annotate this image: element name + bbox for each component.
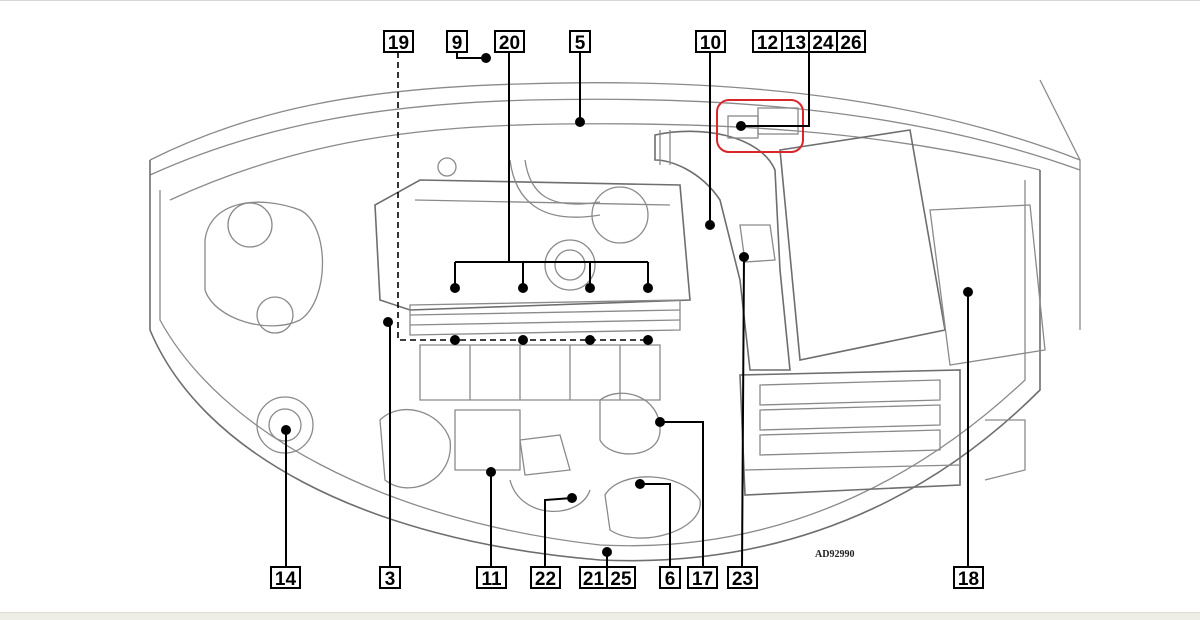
- callout-dot: [518, 283, 528, 293]
- callout-dot: [518, 335, 528, 345]
- svg-text:18: 18: [958, 569, 979, 590]
- callout-3: 3: [379, 566, 401, 590]
- bottom-callout-labels: 14 3 11 22 21 25 6 17 23 18: [270, 566, 984, 590]
- callout-26: 26: [836, 30, 866, 54]
- callout-9: 9: [446, 30, 468, 54]
- callout-dot: [383, 317, 393, 327]
- callout-24: 24: [808, 30, 838, 54]
- svg-text:21: 21: [583, 569, 605, 590]
- callout-dot: [736, 121, 746, 131]
- callout-6: 6: [659, 566, 681, 590]
- leader-lines: [285, 52, 969, 568]
- callout-5: 5: [569, 30, 591, 54]
- callout-11: 11: [476, 566, 507, 590]
- callout-dot: [635, 479, 645, 489]
- callout-17: 17: [687, 566, 718, 590]
- callout-12: 12: [752, 30, 783, 54]
- callout-dot: [643, 335, 653, 345]
- svg-text:14: 14: [275, 569, 297, 590]
- callout-25: 25: [606, 566, 636, 590]
- callout-dot: [602, 547, 612, 557]
- svg-text:10: 10: [700, 33, 721, 54]
- engine-bay-drawing: [149, 79, 1081, 562]
- callout-14: 14: [270, 566, 301, 590]
- svg-text:3: 3: [385, 569, 396, 590]
- callout-dot: [486, 467, 496, 477]
- figure-code: AD92990: [815, 549, 854, 560]
- callout-dot: [705, 220, 715, 230]
- svg-text:6: 6: [665, 569, 676, 590]
- svg-text:20: 20: [499, 33, 520, 54]
- svg-text:26: 26: [840, 33, 861, 54]
- callout-22: 22: [530, 566, 561, 590]
- callout-dot: [281, 425, 291, 435]
- callout-dot: [643, 283, 653, 293]
- callout-dot: [655, 417, 665, 427]
- svg-text:9: 9: [452, 33, 463, 54]
- svg-text:11: 11: [481, 569, 502, 590]
- callout-dot: [963, 287, 973, 297]
- bottom-status-strip: [0, 612, 1200, 620]
- svg-text:19: 19: [388, 33, 409, 54]
- callout-dots: [281, 53, 973, 557]
- callout-10: 10: [695, 30, 726, 54]
- callout-19: 19: [383, 30, 414, 54]
- callout-dot: [450, 335, 460, 345]
- callout-dot: [585, 283, 595, 293]
- svg-text:17: 17: [692, 569, 713, 590]
- callout-21: 21: [579, 566, 608, 590]
- svg-text:25: 25: [610, 569, 632, 590]
- svg-text:22: 22: [535, 569, 556, 590]
- callout-dot: [567, 493, 577, 503]
- callout-13: 13: [781, 30, 810, 54]
- callout-dot: [739, 252, 749, 262]
- svg-text:24: 24: [812, 33, 834, 54]
- callout-dot: [575, 117, 585, 127]
- callout-23: 23: [727, 566, 758, 590]
- callout-20: 20: [494, 30, 525, 54]
- svg-text:5: 5: [575, 33, 586, 54]
- top-callout-labels: 19 9 20 5 10 12 13 24 26: [383, 30, 866, 54]
- svg-text:12: 12: [757, 33, 778, 54]
- svg-text:23: 23: [732, 569, 753, 590]
- callout-dot: [585, 335, 595, 345]
- callout-dot: [450, 283, 460, 293]
- svg-text:13: 13: [785, 33, 806, 54]
- callout-18: 18: [953, 566, 984, 590]
- callout-dot: [481, 53, 491, 63]
